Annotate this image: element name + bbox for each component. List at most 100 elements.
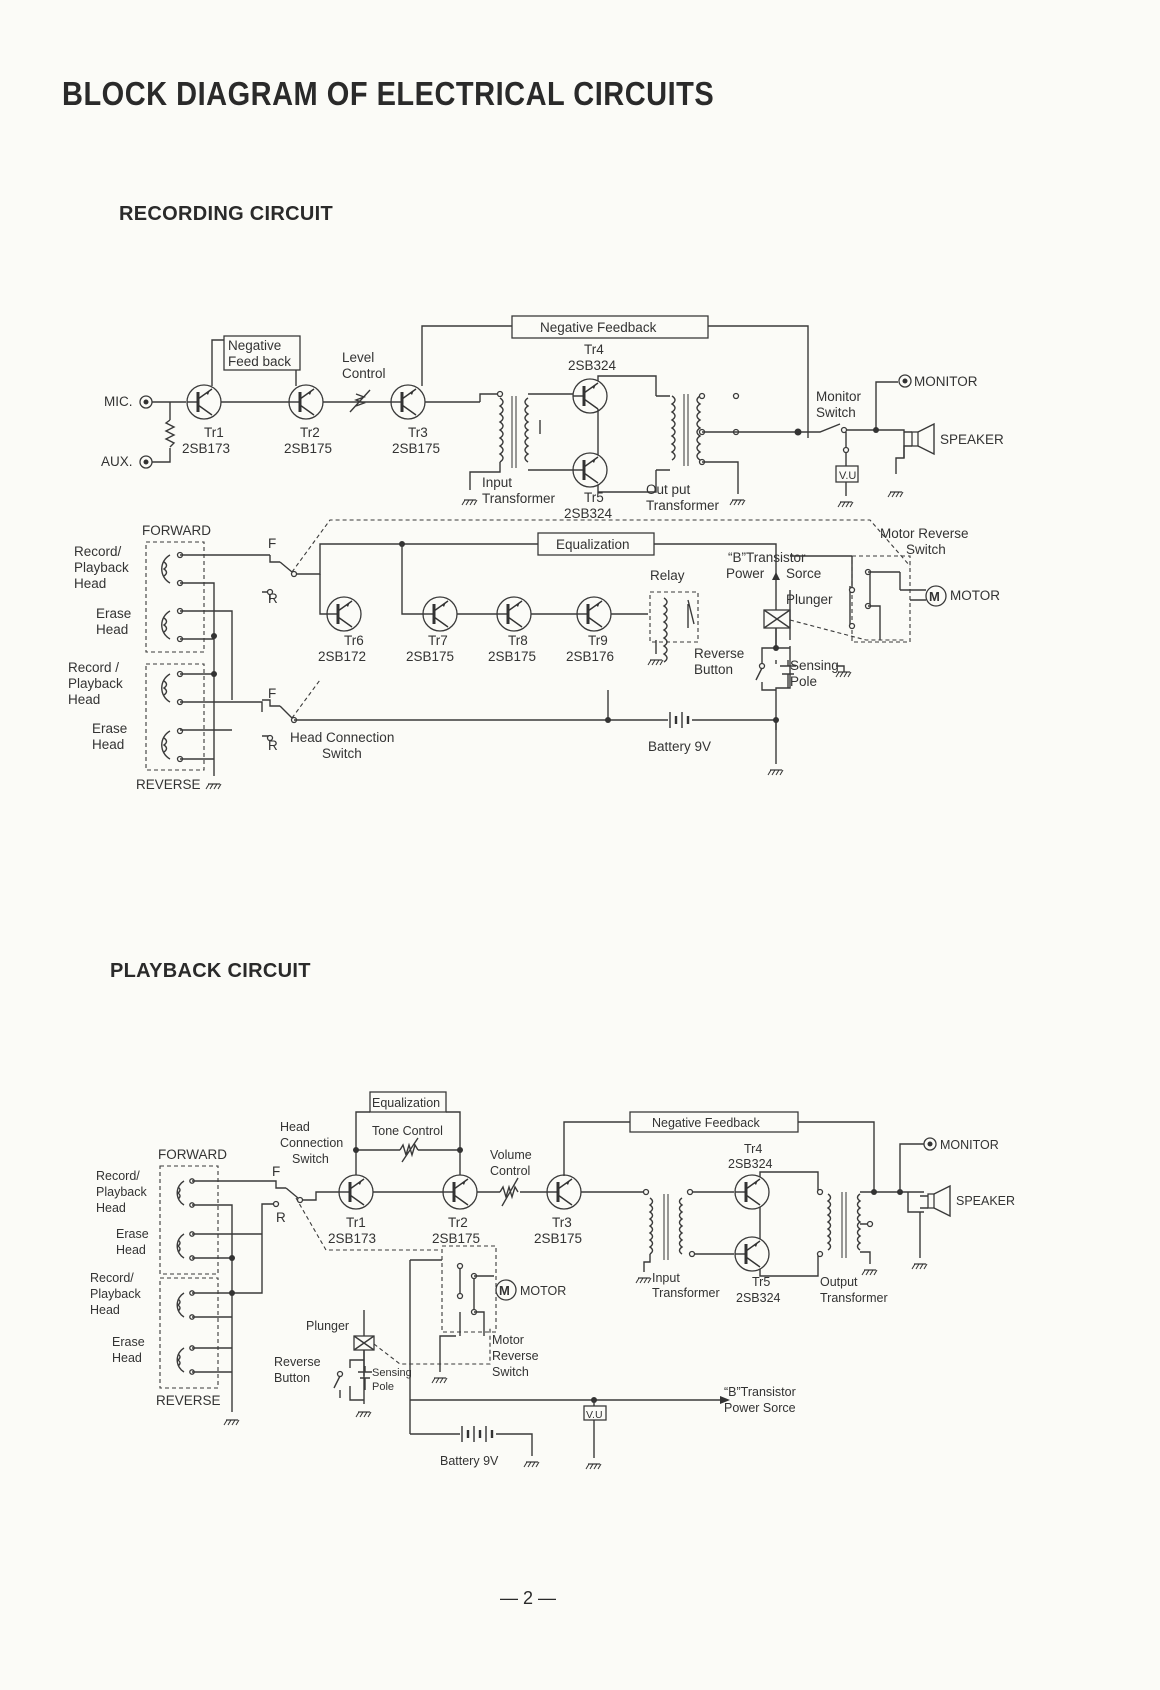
page-number: — 2 — — [500, 1588, 557, 1608]
pb-tr2-label: Tr2 — [448, 1215, 468, 1230]
pb-fwd-erase-head-label-1: Erase — [116, 1227, 149, 1241]
pb-motor-reverse-label-3: Switch — [492, 1365, 529, 1379]
tr9-transistor-icon — [575, 595, 613, 633]
tr7-label: Tr7 — [428, 633, 448, 648]
pb-motor-label: MOTOR — [520, 1284, 566, 1298]
reverse-button-label-2: Button — [694, 662, 733, 677]
pb-head-connection-label-1: Head — [280, 1120, 310, 1134]
vu-label: V.U — [839, 470, 856, 482]
r2-label: R — [268, 738, 278, 753]
pb-head-connection-label-2: Connection — [280, 1136, 343, 1150]
pb-f-label: F — [272, 1164, 280, 1179]
motor-label: MOTOR — [950, 588, 1000, 603]
pb-tr4-type: 2SB324 — [728, 1157, 773, 1171]
pb-motor-icon: M — [495, 1279, 517, 1301]
motor-icon: M — [925, 585, 947, 607]
pb-input-transformer-icon — [581, 1188, 734, 1272]
playback-circuit-diagram: FORWARD REVERSE Record/ Playback Head Er… — [90, 1091, 1015, 1470]
monitor-switch-label-2: Switch — [816, 405, 856, 420]
tr3-transistor-icon — [389, 383, 427, 421]
pb-motor-reverse-label-1: Motor — [492, 1333, 524, 1347]
pb-negative-feedback-box — [629, 1111, 799, 1133]
reverse-button-icon — [755, 662, 776, 691]
output-transformer-icon — [656, 392, 808, 494]
tr9-label: Tr9 — [588, 633, 608, 648]
equalization-label: Equalization — [556, 537, 630, 552]
relay-box — [649, 591, 699, 643]
pb-rev-rp-head-label-1: Record/ — [90, 1271, 134, 1285]
pb-forward-record-playback-head-icon — [176, 1178, 195, 1208]
pb-fwd-rp-head-label-2: Playback — [96, 1185, 147, 1199]
pb-reverse-button-icon — [333, 1370, 344, 1398]
tr5-label: Tr5 — [584, 490, 604, 505]
pb-r-label: R — [276, 1210, 286, 1225]
tone-control-label: Tone Control — [372, 1124, 443, 1138]
fwd-rp-head-label-2: Playback — [74, 560, 129, 575]
pb-negative-feedback-label: Negative Feedback — [652, 1116, 760, 1130]
pb-tr5-type: 2SB324 — [736, 1291, 781, 1305]
pb-tr1-transistor-icon — [337, 1173, 375, 1211]
pb-speaker-icon — [920, 1184, 951, 1218]
motor-reverse-label-1: Motor Reverse — [880, 526, 969, 541]
pb-forward-label: FORWARD — [158, 1147, 227, 1162]
tr5-type: 2SB324 — [564, 506, 613, 521]
pb-head-connection-switch — [285, 1187, 304, 1204]
pb-plunger-label: Plunger — [306, 1319, 349, 1333]
pb-vu-meter — [583, 1405, 607, 1421]
pb-battery-label: Battery 9V — [440, 1454, 499, 1468]
level-control-label-2: Control — [342, 366, 386, 381]
battery-icon — [660, 712, 700, 728]
aux-jack: AUX. — [101, 454, 153, 469]
reverse-label: REVERSE — [136, 777, 201, 792]
pb-monitor-label: MONITOR — [940, 1138, 999, 1152]
mic-label: MIC. — [104, 394, 133, 409]
pb-sensing-pole-label-1: Sensing — [372, 1367, 412, 1379]
f1-label: F — [268, 536, 276, 551]
head-connection-label-2: Switch — [322, 746, 362, 761]
tr6-label: Tr6 — [344, 633, 364, 648]
recording-circuit-diagram: MIC. AUX. Tr1 2SB173 Tr2 2SB175 Tr3 2SB1… — [68, 315, 1004, 792]
pb-speaker-label: SPEAKER — [956, 1194, 1015, 1208]
head-connection-switch — [279, 561, 298, 724]
pb-reverse-button-label-1: Reverse — [274, 1355, 321, 1369]
pb-motor-reverse-label-2: Reverse — [492, 1349, 539, 1363]
tr9-type: 2SB176 — [566, 649, 614, 664]
tr6-transistor-icon — [325, 595, 363, 633]
pb-vu-label: V.U — [586, 1409, 603, 1421]
pb-output-transformer-icon — [816, 1188, 908, 1264]
tr8-type: 2SB175 — [488, 649, 536, 664]
pb-equalization-box — [369, 1091, 447, 1113]
pb-output-transformer-label-1: Output — [820, 1275, 858, 1289]
tr6-type: 2SB172 — [318, 649, 366, 664]
pb-rev-erase-head-label-2: Head — [112, 1351, 142, 1365]
pb-rev-erase-head-label-1: Erase — [112, 1335, 145, 1349]
equalization-box — [537, 532, 655, 556]
tr2-transistor-icon — [287, 383, 325, 421]
tr2-label: Tr2 — [300, 425, 320, 440]
aux-label: AUX. — [101, 454, 133, 469]
motor-reverse-label-2: Switch — [906, 542, 946, 557]
forward-record-playback-head-icon — [161, 551, 184, 587]
pb-head-connection-label-3: Switch — [292, 1152, 329, 1166]
pb-tr5-label: Tr5 — [752, 1275, 770, 1289]
pb-reverse-button-label-2: Button — [274, 1371, 310, 1385]
forward-head-group — [145, 541, 205, 653]
pb-fwd-erase-head-label-2: Head — [116, 1243, 146, 1257]
mic-jack: MIC. — [104, 394, 153, 409]
pb-tr3-label: Tr3 — [552, 1215, 572, 1230]
pb-reverse-erase-head-icon — [176, 1345, 195, 1375]
tr2-type: 2SB175 — [284, 441, 332, 456]
tr1-label: Tr1 — [204, 425, 224, 440]
plunger-label: Plunger — [786, 592, 833, 607]
pb-forward-head-group — [159, 1165, 219, 1275]
pb-tr1-label: Tr1 — [346, 1215, 366, 1230]
pb-input-transformer-label-2: Transformer — [652, 1286, 720, 1300]
pb-rev-rp-head-label-2: Playback — [90, 1287, 141, 1301]
forward-erase-head-icon — [161, 607, 184, 643]
negative-feedback-box — [511, 315, 709, 339]
tr4-type: 2SB324 — [568, 358, 617, 373]
motor-reverse-switch-box — [851, 555, 911, 643]
r1-label: R — [268, 591, 278, 606]
tone-control-variable-resistor-icon — [399, 1137, 419, 1163]
monitor-jack — [898, 374, 912, 388]
